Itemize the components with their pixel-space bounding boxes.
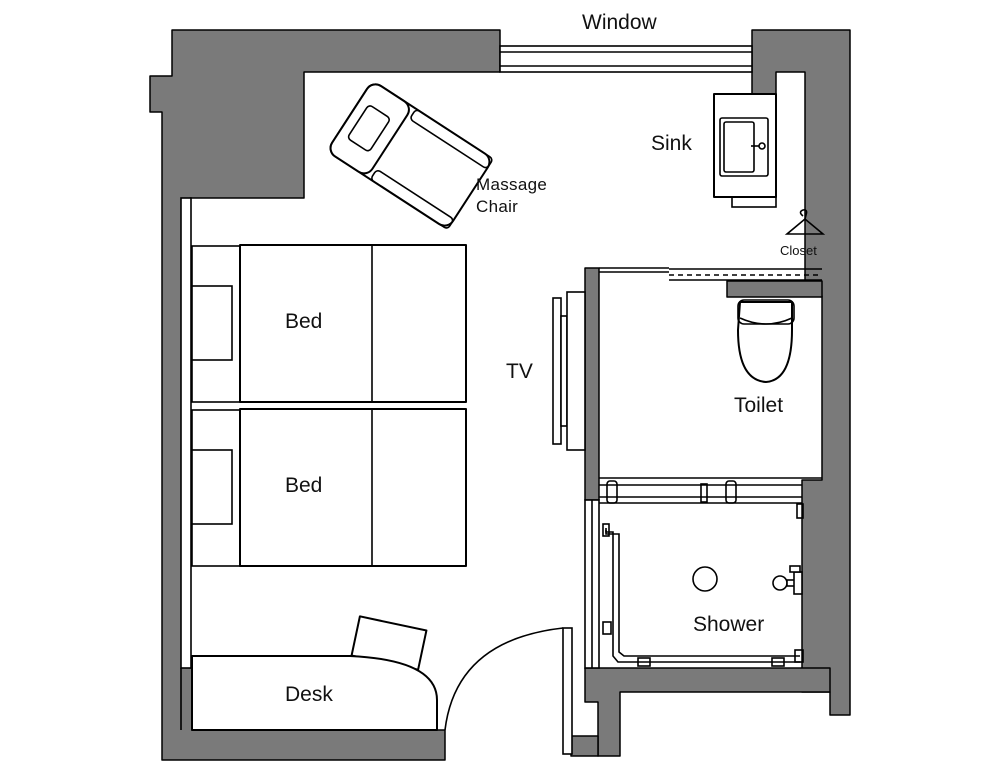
label-massage-chair-1: Massage	[476, 175, 547, 194]
label-window: Window	[582, 11, 658, 34]
wall-south-east	[584, 667, 831, 757]
closet	[599, 267, 822, 281]
shower	[584, 480, 804, 669]
tv	[552, 291, 586, 451]
window	[499, 45, 753, 73]
label-bed-1: Bed	[285, 310, 322, 333]
label-closet: Closet	[780, 243, 817, 258]
label-massage-chair-2: Chair	[476, 197, 518, 216]
massage-chair	[329, 83, 493, 229]
bed-2	[191, 408, 467, 567]
wall-bathroom-partition	[584, 267, 600, 501]
wall-jamb	[570, 735, 599, 757]
label-shower: Shower	[693, 613, 764, 636]
bed-1	[191, 244, 467, 403]
label-toilet: Toilet	[734, 394, 783, 417]
label-sink: Sink	[651, 132, 692, 155]
desk	[191, 615, 438, 731]
toilet	[599, 299, 822, 479]
hanger-icon	[784, 209, 826, 235]
label-tv: TV	[506, 360, 533, 383]
sink	[713, 93, 777, 208]
walls	[149, 29, 851, 761]
label-desk: Desk	[285, 683, 333, 706]
label-bed-2: Bed	[285, 474, 322, 497]
entry-door	[444, 627, 573, 755]
headboard-strip	[180, 197, 192, 730]
wall-closet-base	[726, 280, 823, 298]
